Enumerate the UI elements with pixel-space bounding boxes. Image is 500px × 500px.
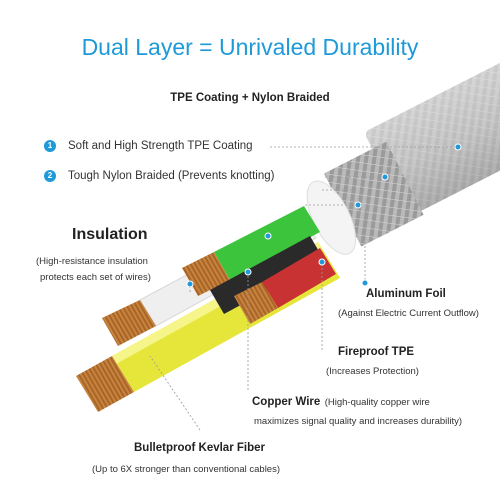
copper-wire-title: Copper Wire bbox=[252, 396, 321, 408]
number-2-badge: 2 bbox=[44, 170, 56, 182]
pointer-lines bbox=[149, 146, 458, 431]
green-wire bbox=[182, 206, 320, 296]
fireproof-tpe-desc: (Increases Protection) bbox=[326, 366, 419, 377]
feature-1: 1 Soft and High Strength TPE Coating bbox=[44, 140, 253, 152]
outer-jacket bbox=[366, 57, 500, 216]
number-1-badge: 1 bbox=[44, 140, 56, 152]
feature-1-text: Soft and High Strength TPE Coating bbox=[68, 140, 253, 153]
page-subtitle: TPE Coating + Nylon Braided bbox=[170, 92, 330, 104]
feature-2-text: Tough Nylon Braided (Prevents knotting) bbox=[68, 170, 275, 183]
copper-wire-label: Copper Wire (High-quality copper wire bbox=[252, 392, 430, 410]
red-wire bbox=[234, 248, 336, 324]
feature-2: 2 Tough Nylon Braided (Prevents knotting) bbox=[44, 170, 274, 182]
kevlar-title: Bulletproof Kevlar Fiber bbox=[134, 442, 265, 454]
aluminum-foil-title: Aluminum Foil bbox=[366, 288, 446, 300]
copper-wire-desc-line1: (High-quality copper wire bbox=[324, 397, 430, 408]
page-title: Dual Layer = Unrivaled Durability bbox=[81, 34, 419, 60]
insulation-title: Insulation bbox=[72, 226, 148, 243]
fireproof-tpe-title: Fireproof TPE bbox=[338, 346, 415, 358]
kevlar-desc: (Up to 6X stronger than conventional cab… bbox=[92, 464, 280, 475]
pointer-dots bbox=[186, 143, 462, 288]
copper-wire-desc-line2: maximizes signal quality and increases d… bbox=[254, 416, 463, 427]
insulation-desc-line2: protects each set of wires) bbox=[40, 272, 151, 283]
aluminum-foil-desc: (Against Electric Current Outflow) bbox=[338, 308, 479, 319]
insulation-desc-line1: (High-resistance insulation bbox=[36, 256, 148, 267]
